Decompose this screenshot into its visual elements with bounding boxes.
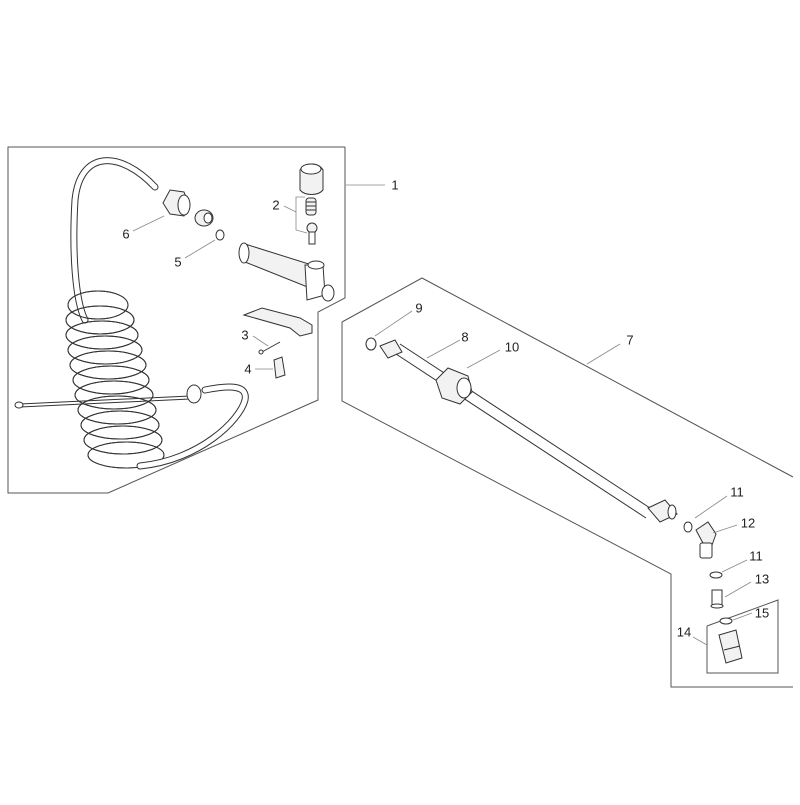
lance-nut-part-10 <box>435 367 473 405</box>
callout-11b: 11 <box>749 548 763 564</box>
callout-11a: 11 <box>730 484 744 500</box>
callout-14: 14 <box>676 624 692 640</box>
callout-12: 12 <box>740 515 756 531</box>
oring-part-9 <box>365 337 377 351</box>
callout-15: 15 <box>754 605 770 621</box>
oring-part-15 <box>719 617 733 625</box>
callout-5: 5 <box>174 254 182 270</box>
filter-part-13 <box>710 589 724 609</box>
callout-13: 13 <box>754 571 770 587</box>
callout-4: 4 <box>244 361 252 377</box>
callout-10: 10 <box>504 339 520 355</box>
valve-parts-2 <box>299 163 324 245</box>
oring-part-5 <box>215 229 225 241</box>
callout-3: 3 <box>241 327 249 343</box>
nozzle-part-14 <box>718 629 743 664</box>
frame-nozzle-group <box>706 599 779 674</box>
frame-hose-group <box>7 146 346 494</box>
callout-1: 1 <box>391 177 399 193</box>
callout-8: 8 <box>461 329 469 345</box>
callout-9: 9 <box>415 300 423 316</box>
angled-fitting-part-12 <box>695 521 717 559</box>
frame-lance-group <box>341 322 793 688</box>
washer-part-11b <box>709 571 723 579</box>
fitting-part <box>194 209 214 227</box>
trigger-lever-part <box>242 307 313 337</box>
coiled-hose <box>14 157 249 470</box>
washer-part-11a <box>683 521 693 533</box>
lance-tube-part-8 <box>379 339 651 519</box>
callout-7: 7 <box>626 332 634 348</box>
callout-2: 2 <box>272 197 280 213</box>
callout-6: 6 <box>122 226 130 242</box>
pin-part-3 <box>258 341 281 355</box>
clip-part-4 <box>273 356 286 379</box>
leader-lines <box>132 184 753 646</box>
nut-part-6 <box>162 189 191 217</box>
lance-part-7 <box>365 337 678 523</box>
handle-body-part-1 <box>238 242 335 302</box>
